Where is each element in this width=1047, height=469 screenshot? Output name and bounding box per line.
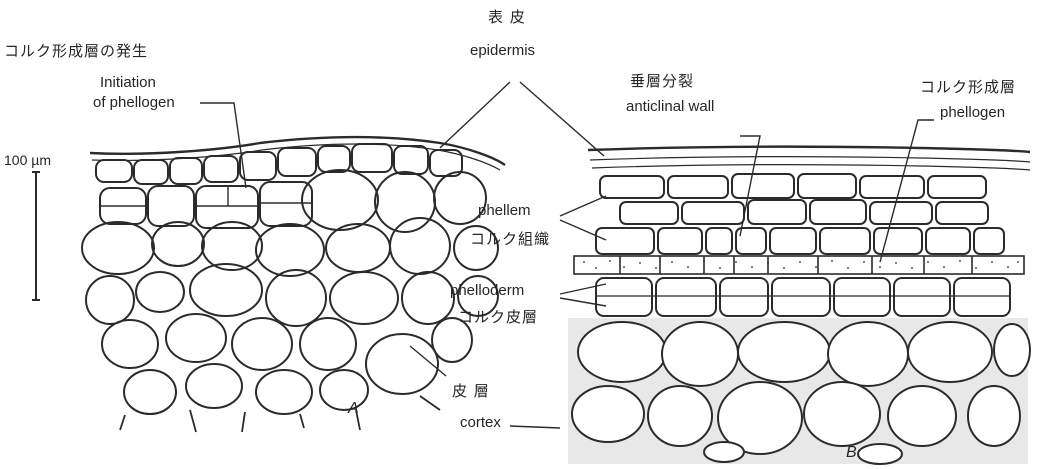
leader-phelloderm-2: [560, 298, 606, 306]
label-phellogen-origin-en-1: Initiation: [100, 74, 156, 91]
panel-b-cortex: [568, 318, 1030, 464]
leader-cortex-left: [410, 346, 446, 376]
panel-b-crushed-layer-1: [590, 157, 1030, 162]
label-epidermis-en: epidermis: [470, 42, 535, 59]
leader-phellem-2: [560, 220, 606, 240]
panel-b-phellem-cells: [596, 174, 1004, 254]
leader-epidermis-left: [440, 82, 510, 148]
leader-anticlinal: [740, 136, 760, 236]
panel-b-phellogen-band: [574, 256, 1024, 274]
label-epidermis-jp: 表 皮: [488, 6, 526, 27]
label-anticlinal-jp: 垂層分裂: [630, 70, 694, 91]
label-anticlinal-en: anticlinal wall: [626, 98, 714, 115]
panel-b-crushed-layer-2: [592, 165, 1030, 170]
label-panel-a: A: [348, 400, 359, 418]
leader-cortex-right: [510, 426, 560, 428]
label-cortex-en: cortex: [460, 414, 501, 431]
panel-a-tissue: [82, 137, 505, 432]
label-scale: 100 µm: [4, 152, 51, 168]
leader-phelloderm-1: [560, 284, 606, 294]
label-phellogen-en: phellogen: [940, 104, 1005, 121]
panel-b-phelloderm-cells: [596, 278, 1010, 316]
panel-a-epidermal-cells: [96, 144, 462, 184]
leader-epidermis-right: [520, 82, 604, 156]
panel-b-tissue: [568, 147, 1030, 464]
label-phellogen-origin-en-2: of phellogen: [93, 94, 175, 111]
label-cortex-jp: 皮 層: [452, 380, 490, 401]
label-phellem-en: phellem: [478, 202, 531, 219]
label-phellogen-origin-jp: コルク形成層の発生: [4, 40, 148, 61]
label-panel-b: B: [846, 444, 857, 462]
label-phelloderm-jp: コルク皮層: [458, 306, 538, 327]
label-phelloderm-en: phelloderm: [450, 282, 524, 299]
panel-a-dividing-cells: [100, 182, 312, 228]
label-phellem-jp: コルク組織: [470, 228, 550, 249]
panel-b-epidermis-surface: [588, 147, 1030, 152]
scale-bar: [32, 172, 40, 300]
leader-phellem-1: [560, 196, 606, 216]
label-phellogen-jp: コルク形成層: [920, 76, 1016, 97]
